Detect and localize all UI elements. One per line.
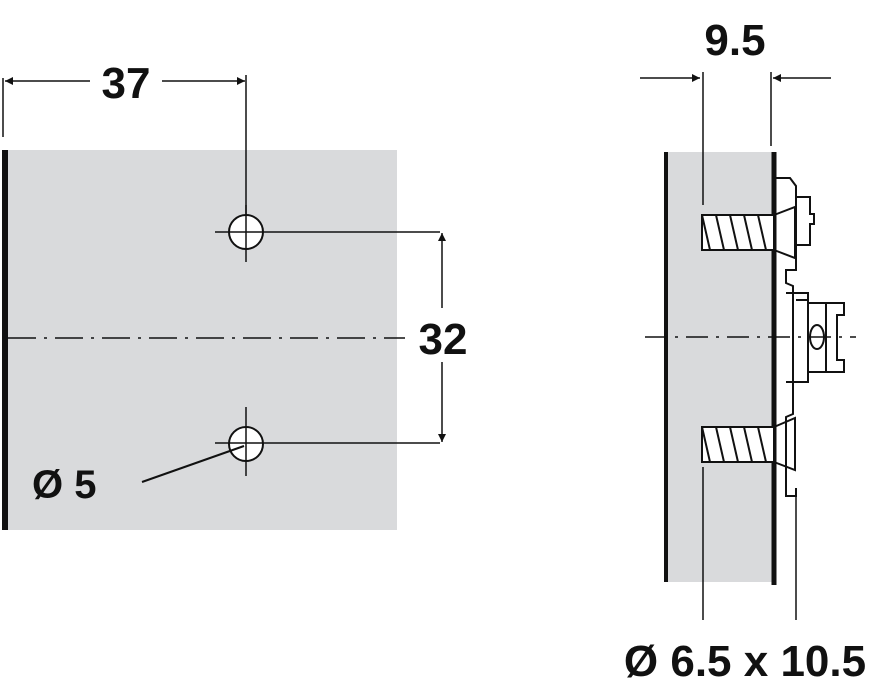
screw-dimension-label: Ø 6.5 x 10.5: [624, 637, 866, 683]
mounting-plate-body: [776, 177, 845, 497]
upper-screw: [701, 205, 796, 260]
dimension-screw: Ø 6.5 x 10.5: [624, 467, 866, 683]
dimension-9-5-label: 9.5: [704, 16, 765, 65]
hole-diameter-label: Ø 5: [32, 463, 96, 507]
dimension-9-5: 9.5: [640, 16, 831, 205]
lower-screw: [701, 416, 796, 472]
dimension-32-label: 32: [419, 315, 468, 364]
dimension-37: 37: [2, 59, 247, 225]
side-view: 9.5: [624, 16, 866, 683]
hole-diameter-callout: Ø 5: [32, 445, 245, 507]
front-panel: [5, 150, 397, 530]
dimension-32: 32: [419, 233, 468, 442]
dimension-37-label: 37: [102, 59, 151, 108]
lower-hole: [215, 407, 440, 476]
front-view: 37 32 Ø 5: [2, 59, 468, 530]
upper-hole: [215, 205, 440, 262]
